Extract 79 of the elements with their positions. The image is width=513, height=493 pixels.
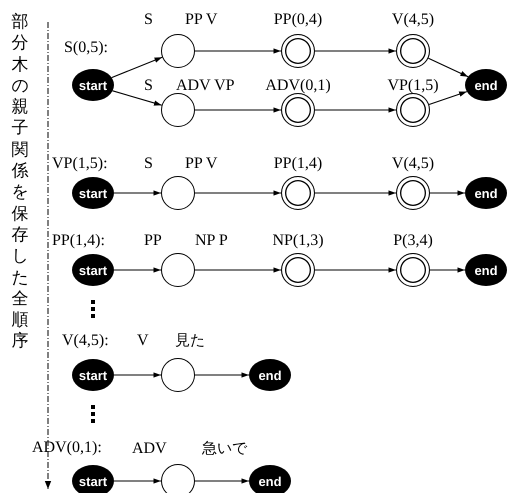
state-label: 急いで <box>202 441 247 456</box>
terminal-node <box>72 359 114 391</box>
state-label: V(4,5) <box>392 156 434 172</box>
row-heading: V(4,5): <box>62 333 109 349</box>
double-circle-state <box>396 34 430 68</box>
state-label: 見た <box>175 333 205 348</box>
double-circle-state <box>396 93 430 127</box>
node-label: end <box>258 368 282 382</box>
state-label: S <box>144 12 153 28</box>
terminal-node <box>72 254 114 286</box>
arrow <box>114 372 161 378</box>
state-label: V(4,5) <box>392 12 434 28</box>
arrow <box>428 58 468 78</box>
double-circle-state <box>396 253 430 287</box>
arrow <box>315 48 396 54</box>
circle-state <box>161 358 195 392</box>
double-circle-state <box>281 253 315 287</box>
state-label: P(3,4) <box>393 233 433 249</box>
node-label: end <box>474 186 498 200</box>
state-label: NP(1,3) <box>272 233 324 249</box>
double-circle-state <box>281 34 315 68</box>
arrow <box>195 372 249 378</box>
arrow <box>114 478 161 484</box>
double-circle-state <box>281 176 315 210</box>
state-label: ADV VP <box>176 78 235 94</box>
state-label: NP P <box>195 233 228 249</box>
arrow <box>114 267 161 273</box>
node-label: start <box>78 368 108 382</box>
state-label: S <box>144 156 153 172</box>
node-label: start <box>78 474 108 488</box>
arrow <box>430 190 465 196</box>
double-circle-state <box>396 176 430 210</box>
arrow <box>315 190 396 196</box>
arrow <box>315 267 396 273</box>
row-heading: PP(1,4): <box>52 233 105 249</box>
terminal-node <box>465 69 507 101</box>
arrow <box>315 107 396 113</box>
node-label: end <box>474 78 498 92</box>
node-label: end <box>258 474 282 488</box>
node-label: start <box>78 264 108 276</box>
arrow <box>195 48 281 54</box>
arrow <box>112 90 162 106</box>
node-label: end <box>474 264 498 276</box>
terminal-node <box>249 359 291 391</box>
arrow <box>114 190 161 196</box>
row-heading: VP(1,5): <box>52 156 108 172</box>
circle-state <box>161 93 195 127</box>
arrow <box>430 267 465 273</box>
arrow <box>195 107 281 113</box>
vertical-axis-label: 部分木の親子関係を保存した全順序 <box>11 12 29 353</box>
circle-state <box>161 464 195 493</box>
terminal-node <box>72 177 114 209</box>
state-label: PP(0,4) <box>274 12 322 28</box>
state-label: VP(1,5) <box>387 78 439 94</box>
arrow <box>195 190 281 196</box>
state-label: V <box>137 333 149 349</box>
node-label: start <box>78 186 108 200</box>
state-label: ADV(0,1) <box>265 78 331 94</box>
double-circle-state <box>281 93 315 127</box>
circle-state <box>161 34 195 68</box>
state-label: PP(1,4) <box>274 156 322 172</box>
arrow <box>195 478 249 484</box>
row-heading: ADV(0,1): <box>32 440 102 456</box>
terminal-node <box>249 465 291 493</box>
terminal-node <box>465 177 507 209</box>
state-label: PP <box>144 233 162 249</box>
arrow <box>428 91 467 106</box>
state-label: ADV <box>132 441 167 457</box>
state-label: PP V <box>185 156 218 172</box>
terminal-node <box>72 69 114 101</box>
arrow <box>111 56 162 78</box>
terminal-node <box>465 254 507 286</box>
state-label: S <box>144 78 153 94</box>
node-label: start <box>78 78 108 92</box>
arrow <box>195 267 281 273</box>
state-label: PP V <box>185 12 218 28</box>
circle-state <box>161 253 195 287</box>
circle-state <box>161 176 195 210</box>
terminal-node <box>72 465 114 493</box>
